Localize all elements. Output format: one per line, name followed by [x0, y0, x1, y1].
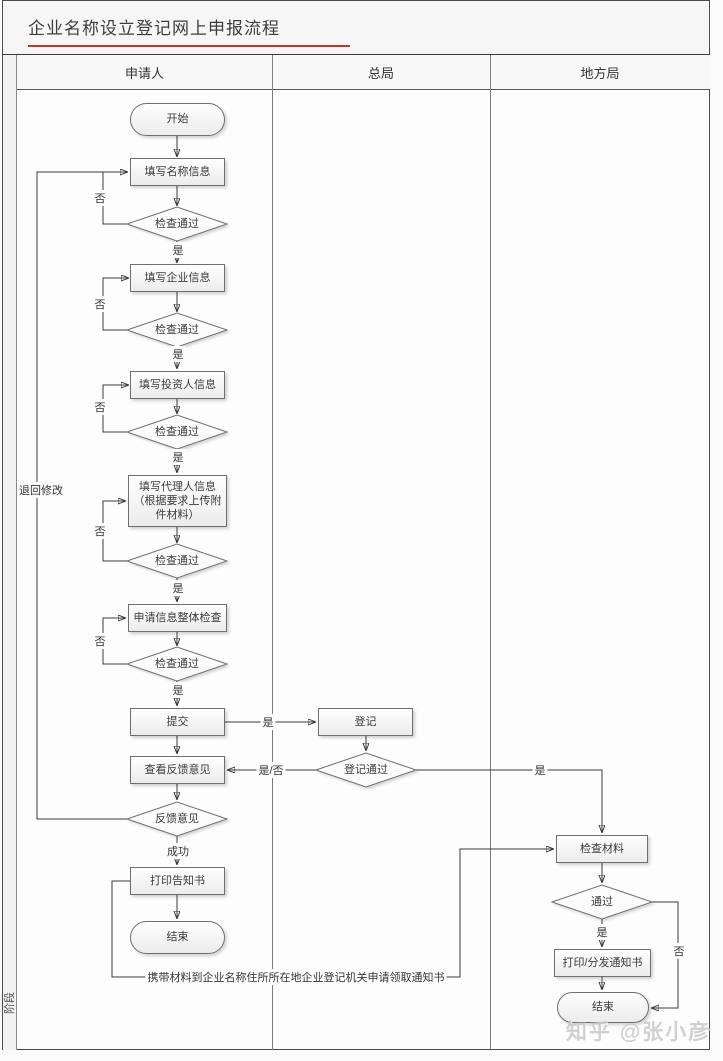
node-register: 登记	[318, 708, 413, 736]
decision-check-pass-4: 检查通过	[155, 555, 199, 567]
decision-register-pass: 登记通过	[344, 764, 388, 776]
edge-label-success: 成功	[165, 843, 191, 859]
title-underline	[28, 45, 350, 47]
edge-label-yes-2: 是	[170, 346, 186, 362]
lane-divider-2	[490, 55, 491, 1050]
node-start: 开始	[130, 103, 225, 136]
stage-label: 阶段	[4, 992, 16, 1014]
node-fill-name: 填写名称信息	[130, 158, 225, 186]
edge-label-no-3: 否	[92, 399, 108, 415]
decision-check-pass-5: 检查通过	[155, 658, 199, 670]
edge-label-carry-materials: 携带材料到企业名称住所所在地企业登记机关申请领取通知书	[145, 969, 447, 985]
node-check-materials: 检查材料	[556, 835, 648, 863]
watermark: 知乎 @张小彦	[566, 1021, 712, 1044]
decision-feedback: 反馈意见	[155, 813, 199, 825]
lane-header-general-bureau: 总局	[272, 55, 490, 90]
lane-header-local-bureau: 地方局	[490, 55, 710, 90]
node-fill-company: 填写企业信息	[130, 264, 225, 292]
node-overall-check: 申请信息整体检查	[128, 604, 227, 632]
node-end-local: 结束	[557, 992, 649, 1023]
lane-divider-1	[272, 55, 273, 1050]
edge-label-no-2: 否	[92, 296, 108, 312]
page-title: 企业名称设立登记网上申报流程	[28, 19, 280, 38]
edge-label-no-4: 否	[92, 523, 108, 539]
lane-header-applicant: 申请人	[17, 55, 272, 90]
decision-check-pass-3: 检查通过	[155, 426, 199, 438]
decision-check-pass-2: 检查通过	[155, 324, 199, 336]
node-end-applicant: 结束	[130, 921, 225, 954]
node-fill-agent: 填写代理人信息（根据要求上传附件材料）	[128, 475, 227, 527]
edge-label-yes-3: 是	[170, 449, 186, 465]
edge-label-yes-no: 是/否	[256, 762, 286, 778]
node-print-distribute: 打印/分发通知书	[554, 949, 651, 977]
edge-label-yes-4: 是	[170, 580, 186, 596]
decision-pass: 通过	[591, 896, 613, 908]
edge-label-no-5: 否	[92, 633, 108, 649]
edge-label-no-pass: 否	[671, 943, 687, 959]
edge-label-yes-submit: 是	[260, 714, 276, 730]
edge-label-no-1: 否	[92, 190, 108, 206]
edge-label-yes-5: 是	[170, 682, 186, 698]
node-fill-investor: 填写投资人信息	[130, 371, 225, 399]
node-view-feedback: 查看反馈意见	[130, 756, 225, 784]
edge-label-return-edit: 退回修改	[17, 482, 65, 498]
edge-label-yes-register: 是	[532, 762, 548, 778]
node-print-notice: 打印告知书	[130, 867, 225, 895]
node-submit: 提交	[130, 708, 225, 736]
stage-column	[3, 55, 17, 1050]
edge-label-yes-pass: 是	[594, 924, 610, 940]
edge-label-yes-1: 是	[170, 242, 186, 258]
decision-check-pass-1: 检查通过	[155, 218, 199, 230]
